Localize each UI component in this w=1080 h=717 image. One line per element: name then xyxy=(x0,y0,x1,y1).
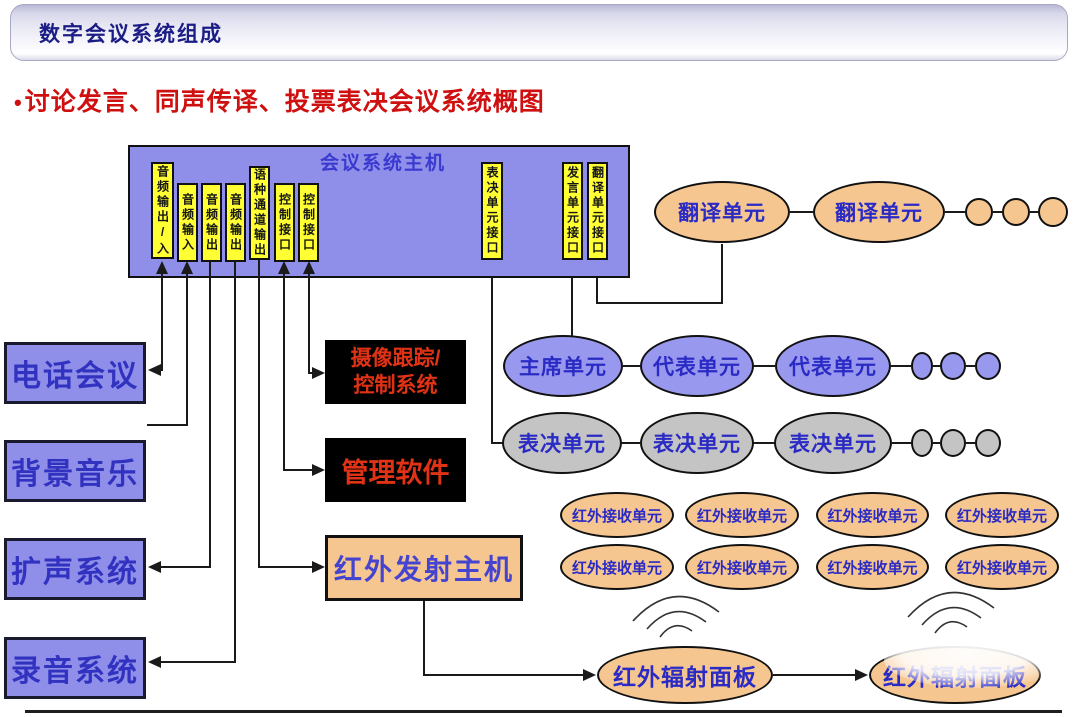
unit-ir-receiver-6: 红外接收单元 xyxy=(685,544,799,590)
port-speaking-unit: 发言单元接口 xyxy=(562,162,583,260)
port-control-2: 控制接口 xyxy=(298,183,319,262)
unit-ir-receiver-4: 红外接收单元 xyxy=(945,492,1059,538)
port-audio-out-in: 音频输出/入 xyxy=(151,162,174,259)
management-software-label: 管理软件 xyxy=(341,457,450,488)
unit-ir-receiver-7: 红外接收单元 xyxy=(816,544,929,590)
white-smudge-artifact xyxy=(884,632,1064,688)
unit-ir-receiver-1: 红外接收单元 xyxy=(560,492,674,538)
camera-tracking-line2: 控制系统 xyxy=(353,374,438,397)
subtitle-text: 讨论发言、同声传译、投票表决会议系统概图 xyxy=(24,88,545,116)
unit-translator-1: 翻译单元 xyxy=(654,181,790,243)
chain-dot xyxy=(975,352,1001,380)
box-telephone-conference: 电话会议 xyxy=(4,342,146,404)
unit-ir-receiver-8: 红外接收单元 xyxy=(945,544,1059,590)
chain-dot xyxy=(940,429,966,457)
host-title: 会议系统主机 xyxy=(320,153,447,174)
chain-dot xyxy=(965,198,993,226)
chain-dot xyxy=(911,429,933,457)
box-camera-tracking: 摄像跟踪/ 控制系统 xyxy=(325,340,466,404)
port-audio-in: 音频输入 xyxy=(177,183,198,262)
port-language-channel-out: 语种通道输出 xyxy=(249,166,270,260)
signal-waves-icon xyxy=(632,591,995,638)
box-pa-system: 扩声系统 xyxy=(4,538,146,600)
unit-voting-3: 表决单元 xyxy=(774,412,892,474)
port-audio-out-1: 音频输出 xyxy=(201,183,222,262)
unit-voting-2: 表决单元 xyxy=(640,412,754,474)
unit-chairman: 主席单元 xyxy=(503,335,623,397)
page-title: 数字会议系统组成 xyxy=(39,22,223,46)
camera-tracking-line1: 摄像跟踪/ xyxy=(350,347,441,370)
box-ir-transmitter-host: 红外发射主机 xyxy=(325,535,523,601)
bottom-divider xyxy=(25,710,1062,713)
port-control-1: 控制接口 xyxy=(274,183,295,262)
port-translation-unit: 翻译单元接口 xyxy=(587,162,608,260)
unit-delegate-2: 代表单元 xyxy=(775,335,891,397)
port-voting-unit: 表决单元接口 xyxy=(481,162,503,260)
box-background-music: 背景音乐 xyxy=(4,440,146,502)
bullet-icon: • xyxy=(14,90,23,115)
unit-ir-receiver-2: 红外接收单元 xyxy=(685,492,799,538)
unit-voting-1: 表决单元 xyxy=(502,412,622,474)
chain-dot xyxy=(1038,197,1068,227)
unit-ir-receiver-5: 红外接收单元 xyxy=(560,544,674,590)
panel-ir-radiation-1: 红外辐射面板 xyxy=(597,646,773,704)
port-audio-out-2: 音频输出 xyxy=(225,183,246,262)
box-management-software: 管理软件 xyxy=(325,438,466,502)
unit-translator-2: 翻译单元 xyxy=(813,181,945,243)
header-bar: 数字会议系统组成 xyxy=(10,4,1068,61)
chain-dot xyxy=(975,429,1001,457)
chain-dot xyxy=(911,352,933,380)
slide-subtitle: •讨论发言、同声传译、投票表决会议系统概图 xyxy=(14,82,545,118)
unit-delegate-1: 代表单元 xyxy=(640,335,754,397)
box-recording-system: 录音系统 xyxy=(4,637,146,699)
arrowheads xyxy=(148,261,868,681)
unit-ir-receiver-3: 红外接收单元 xyxy=(816,492,929,538)
chain-dot xyxy=(940,352,966,380)
chain-dot xyxy=(1002,198,1030,226)
